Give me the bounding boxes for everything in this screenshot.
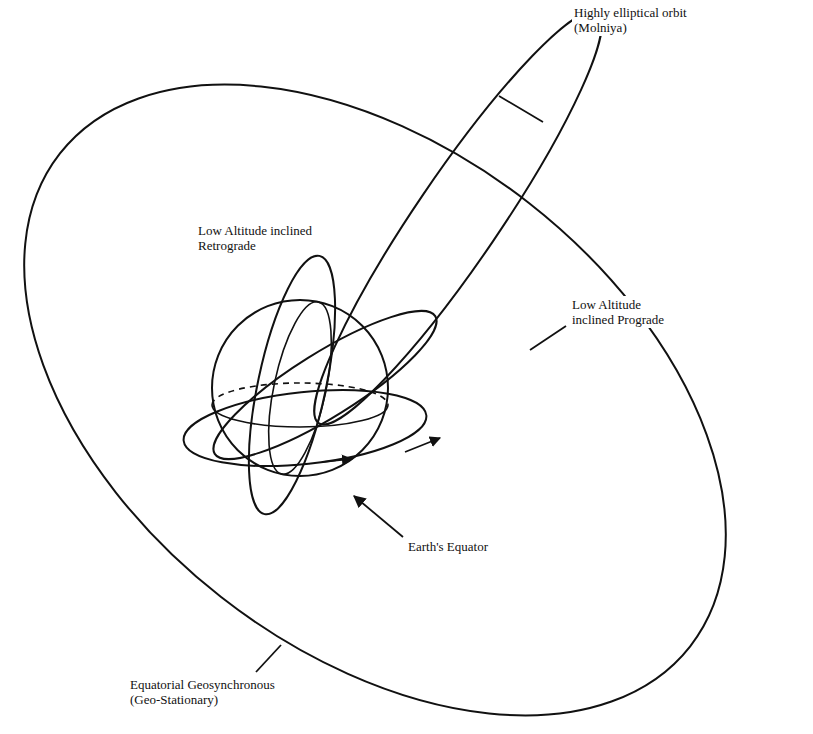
leader-line xyxy=(530,326,566,350)
orbit-direction-arrow xyxy=(405,438,440,452)
leader-line xyxy=(256,645,281,672)
orbit-label: Low Altitude inclined Retrograde xyxy=(196,222,322,254)
low-retrograde-orbit xyxy=(231,249,352,521)
orbit-label: Equatorial Geosynchronous (Geo-Stationar… xyxy=(128,676,310,708)
molniya-orbit xyxy=(284,0,632,447)
orbit-label: Low Altitude inclined Prograde xyxy=(570,296,686,328)
earth-meridian xyxy=(256,297,343,480)
orbit-label: Earth's Equator xyxy=(406,538,490,555)
orbit-direction-arrow xyxy=(322,459,352,462)
earth-sphere xyxy=(212,300,388,476)
leader-line xyxy=(499,96,543,122)
orbit-label: Highly elliptical orbit (Molniya) xyxy=(572,4,726,36)
earth-equator-front xyxy=(212,405,388,427)
low-prograde-orbit xyxy=(198,289,452,481)
leader-line xyxy=(354,496,403,537)
